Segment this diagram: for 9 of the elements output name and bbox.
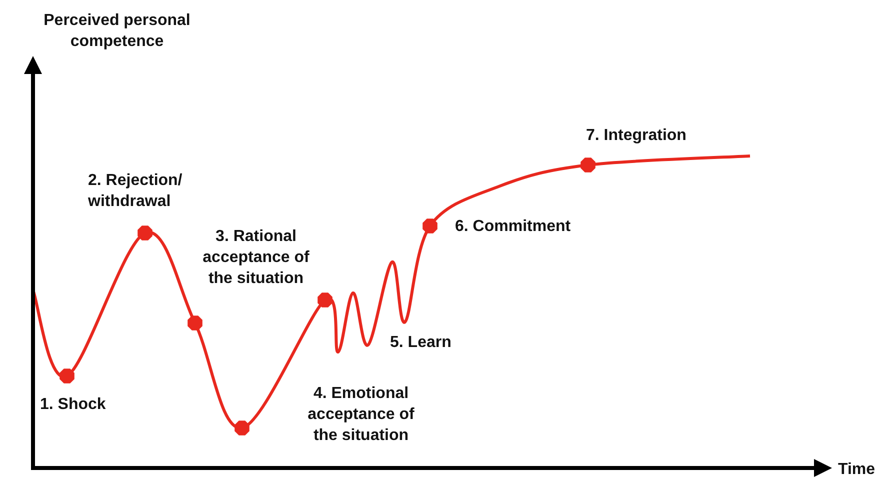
stage-label: 5. Learn [390,333,452,353]
axis-title: Perceived personal competence [42,11,192,52]
stage-label: 2. Rejection/ withdrawal [88,171,184,212]
stage-label: 4. Emotional acceptance of the situation [306,384,416,446]
stage-label: 6. Commitment [455,217,572,237]
axis-title: Time [838,460,876,478]
stage-label: 1. Shock [40,395,107,415]
stage-label: 7. Integration [586,126,688,146]
stage-label: 3. Rational acceptance of the situation [202,227,310,289]
